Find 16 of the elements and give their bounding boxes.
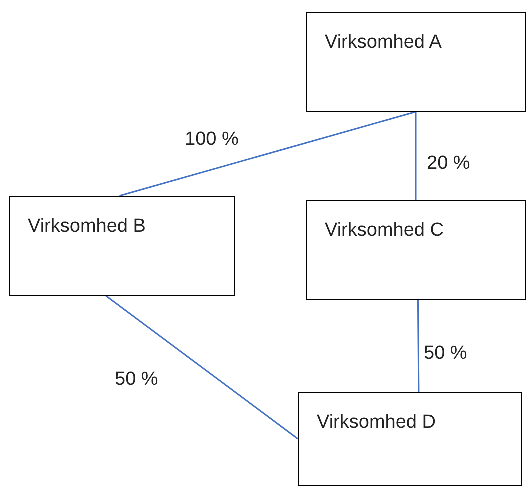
company-name: Virksomhed C [325, 219, 444, 243]
company-name: Virksomhed B [28, 215, 146, 239]
connector-line [415, 112, 417, 200]
edge-label: 50 % [424, 342, 468, 366]
edge-label: 20 % [427, 152, 470, 176]
connector-line [120, 111, 416, 197]
company-box [306, 200, 526, 300]
connector-line [106, 295, 298, 440]
company-box [306, 12, 526, 112]
edge-label: 100 % [185, 128, 239, 152]
edge-label: 50 % [115, 368, 158, 392]
company-box [9, 196, 235, 296]
connector-line [417, 300, 420, 392]
company-box [298, 392, 522, 486]
company-name: Virksomhed D [317, 411, 436, 435]
company-name: Virksomhed A [325, 31, 442, 55]
